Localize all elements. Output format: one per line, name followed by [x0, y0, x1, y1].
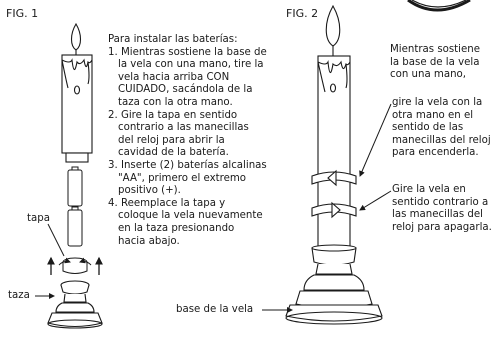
- step-line: coloque la vela nuevamente: [118, 210, 263, 222]
- fig2-note-turn-off: Gire la vela en sentido contrario a las …: [392, 184, 492, 234]
- step-line: "AA", primero el extremo: [118, 172, 247, 184]
- fig2-leader-lines: [262, 103, 392, 313]
- tapa-pointer: [47, 223, 65, 257]
- callout-taza: taza: [8, 290, 30, 301]
- note-line: las manecillas del: [392, 209, 483, 221]
- up-arrow-icon: [47, 256, 103, 275]
- fig1-label: FIG. 1: [6, 7, 39, 20]
- fig2-candle: [285, 4, 383, 325]
- note-line: con una mano,: [390, 69, 467, 81]
- fig1-candle-sleeve: [61, 22, 93, 163]
- battery-icon: [67, 166, 83, 247]
- fig2-label: FIG. 2: [286, 7, 319, 20]
- step-line: del reloj para abrir la: [118, 134, 225, 146]
- note-line: gire la vela con la: [392, 97, 483, 108]
- note-line: otra mano en el: [392, 109, 474, 121]
- step-line: 1. Mientras sostiene la base de: [108, 46, 267, 58]
- step-line: 2. Gire la tapa en sentido: [108, 109, 238, 121]
- fig2-note-hold: Mientras sostiene la base de la vela con…: [390, 44, 480, 82]
- rotate-ccw-icon: [311, 201, 357, 219]
- note-line: manecillas del reloj: [392, 134, 491, 146]
- note-line: Mientras sostiene: [390, 44, 480, 55]
- note-line: Gire la vela en: [392, 184, 466, 195]
- fig2-note-turn-on: gire la vela con la otra mano en el sent…: [392, 97, 491, 160]
- note-line: la base de la vela: [390, 56, 480, 68]
- note-line: reloj para apagarla.: [392, 221, 492, 233]
- instructions-heading: Para instalar las baterías:: [108, 34, 238, 45]
- callout-tapa: tapa: [27, 213, 50, 224]
- step-line: 4. Reemplace la tapa y: [108, 197, 226, 209]
- step-line: vela hacia arriba CON: [118, 71, 230, 83]
- step-line: taza con la otra mano.: [118, 96, 233, 108]
- rotate-cw-icon: [311, 169, 357, 187]
- note-line: sentido de las: [392, 122, 464, 134]
- step-line: CUIDADO, sacándola de la: [118, 84, 253, 96]
- note-line: sentido contrario a: [392, 196, 489, 208]
- step-line: la vela con una mano, tire la: [118, 59, 264, 71]
- step-line: en la taza presionando: [118, 222, 235, 234]
- logo-seal-icon: [407, 0, 471, 12]
- step-line: cavidad de la batería.: [118, 147, 229, 159]
- fig1-instructions: Para instalar las baterías: 1. Mientras …: [108, 34, 267, 248]
- cap-icon: [58, 257, 92, 274]
- step-line: 3. Inserte (2) baterías alcalinas: [108, 159, 267, 171]
- fig1-cup-base: [47, 280, 103, 329]
- base-label: base de la vela: [176, 304, 254, 315]
- step-line: positivo (+).: [118, 185, 181, 197]
- note-line: para encenderla.: [392, 147, 479, 159]
- step-line: hacia abajo.: [118, 235, 180, 247]
- step-line: contrario a las manecillas: [118, 122, 249, 134]
